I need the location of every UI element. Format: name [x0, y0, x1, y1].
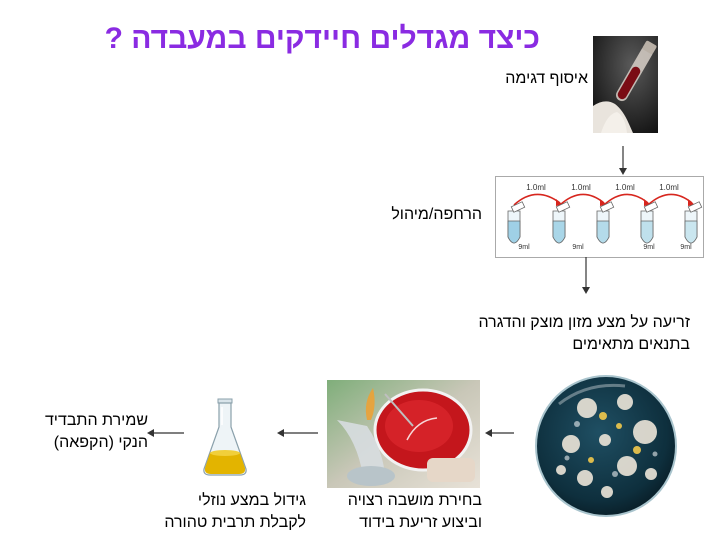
tube-volume-label: 9ml: [572, 244, 584, 251]
arrow-left: [485, 429, 514, 437]
blood-tube-image: [593, 36, 658, 133]
transfer-label: 1.0ml: [526, 183, 546, 192]
step-selection-label-1: בחירת מושבה רצויה: [347, 492, 482, 509]
step-storage-label-1: שמירת התבדיד: [44, 412, 148, 429]
tube-volume-label: 9ml: [643, 244, 655, 251]
transfer-label: 1.0ml: [571, 183, 591, 192]
serial-dilution-figure: 1.0ml 1.0ml 1.0ml 1.0ml 9ml 9ml 9ml 9ml: [495, 176, 704, 258]
page-title: כיצד מגדלים חיידקים במעבדה ?: [104, 22, 540, 55]
transfer-label: 1.0ml: [659, 183, 679, 192]
tube-volume-label: 9ml: [518, 244, 530, 251]
arrow-down: [582, 257, 590, 294]
arrow-left: [277, 429, 318, 437]
step-liquid-label-2: לקבלת תרבית טהורה: [164, 514, 306, 531]
arrow-down: [619, 146, 627, 175]
streaking-with-burner-image: [327, 380, 480, 488]
step-liquid-label-1: גידול במצע נוזלי: [197, 492, 306, 509]
erlenmeyer-flask-icon: [202, 397, 248, 477]
arrow-left: [147, 429, 184, 437]
step-plating-label-2: בתנאים מתאימים: [572, 336, 690, 353]
transfer-label: 1.0ml: [615, 183, 635, 192]
tube-volume-label: 9ml: [680, 244, 692, 251]
petri-dish-colonies-image: [527, 370, 686, 518]
step-selection-label-2: וביצוע זריעת בידוד: [359, 514, 482, 531]
step-storage-label-2: הנקי (הקפאה): [53, 434, 148, 451]
step-sampling-label: איסוף דגימה: [505, 70, 588, 87]
step-plating-label-1: זריעה על מצע מזון מוצק והדגרה: [478, 314, 691, 331]
step-dilution-label: הרחפה/מיהול: [391, 206, 482, 223]
